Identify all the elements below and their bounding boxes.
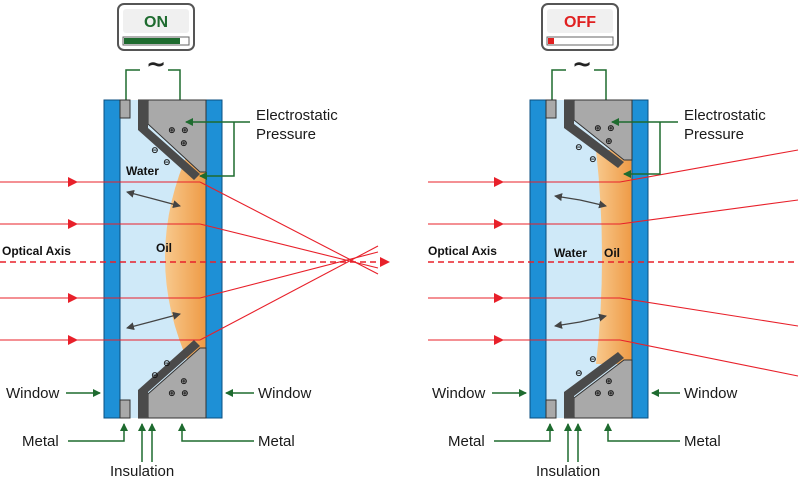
svg-text:⊕: ⊕	[594, 389, 602, 399]
insulation-bottom	[564, 352, 624, 418]
svg-text:⊖: ⊖	[151, 371, 159, 381]
metal-left-label: Metal	[22, 433, 59, 450]
electrostatic-label-2: Pressure	[684, 126, 744, 143]
optical-axis-label: Optical Axis	[428, 244, 497, 258]
svg-text:⊖: ⊖	[151, 146, 159, 156]
svg-text:⊕: ⊕	[605, 137, 613, 147]
svg-text:⊕: ⊕	[605, 377, 613, 387]
optical-axis-label: Optical Axis	[2, 244, 71, 258]
switch-level-bar	[124, 38, 180, 44]
metal-top-small	[119, 99, 131, 119]
water-label: Water	[126, 164, 159, 178]
panel-on: ON ~ ⊕ ⊕ ⊕ ⊖ ⊖ ⊖ ⊖ ⊕	[0, 3, 390, 480]
oil-label: Oil	[604, 246, 620, 260]
switch-label: OFF	[564, 14, 596, 31]
insulation-label: Insulation	[536, 463, 600, 480]
svg-text:⊕: ⊕	[180, 377, 188, 387]
metal-right-label: Metal	[684, 433, 721, 450]
svg-text:⊕: ⊕	[607, 124, 615, 134]
window-left	[103, 99, 121, 419]
insulation-label: Insulation	[110, 463, 174, 480]
window-left	[529, 99, 547, 419]
svg-text:⊖: ⊖	[575, 143, 583, 153]
window-right	[205, 99, 223, 419]
window-left-label: Window	[6, 385, 60, 402]
charge-symbols: ⊕ ⊕ ⊕ ⊖ ⊖ ⊖ ⊖ ⊕ ⊕ ⊕	[575, 124, 615, 399]
wire-right	[168, 69, 181, 100]
window-right	[631, 99, 649, 419]
light-rays	[0, 177, 379, 345]
svg-text:⊖: ⊖	[575, 369, 583, 379]
electrostatic-label-1: Electrostatic	[256, 107, 338, 124]
svg-text:⊕: ⊕	[181, 389, 189, 399]
metal-left-label: Metal	[448, 433, 485, 450]
svg-text:⊕: ⊕	[168, 126, 176, 136]
panel-off: OFF ~ ⊕ ⊕ ⊕ ⊖ ⊖ ⊖ ⊖ ⊕ ⊕ ⊕	[428, 3, 799, 480]
switch-level-bar	[548, 38, 554, 44]
on-switch[interactable]: ON	[117, 3, 195, 51]
oil-label: Oil	[156, 241, 172, 255]
svg-text:⊕: ⊕	[594, 124, 602, 134]
svg-text:⊕: ⊕	[168, 389, 176, 399]
window-right-label: Window	[258, 385, 312, 402]
metal-bottom-small	[119, 399, 131, 419]
svg-text:⊕: ⊕	[607, 389, 615, 399]
ac-symbol: ~	[146, 50, 166, 78]
svg-text:⊕: ⊕	[180, 139, 188, 149]
svg-text:⊖: ⊖	[163, 158, 171, 168]
svg-text:⊖: ⊖	[589, 155, 597, 165]
svg-text:⊖: ⊖	[589, 355, 597, 365]
svg-text:⊖: ⊖	[163, 359, 171, 369]
switch-label: ON	[144, 14, 168, 31]
window-right-label: Window	[684, 385, 738, 402]
electrostatic-label-1: Electrostatic	[684, 107, 766, 124]
charge-symbols: ⊕ ⊕ ⊕ ⊖ ⊖ ⊖ ⊖ ⊕ ⊕ ⊕	[151, 126, 189, 399]
metal-right-label: Metal	[258, 433, 295, 450]
ac-symbol: ~	[572, 50, 592, 78]
water-label: Water	[554, 246, 587, 260]
light-rays	[428, 149, 799, 377]
insulation-bottom	[138, 340, 200, 418]
electrostatic-label-2: Pressure	[256, 126, 316, 143]
wire-left	[125, 69, 140, 100]
off-switch[interactable]: OFF	[541, 3, 619, 51]
svg-text:⊕: ⊕	[181, 126, 189, 136]
insulation-top	[564, 100, 624, 168]
window-left-label: Window	[432, 385, 486, 402]
insulation-top	[138, 100, 200, 180]
